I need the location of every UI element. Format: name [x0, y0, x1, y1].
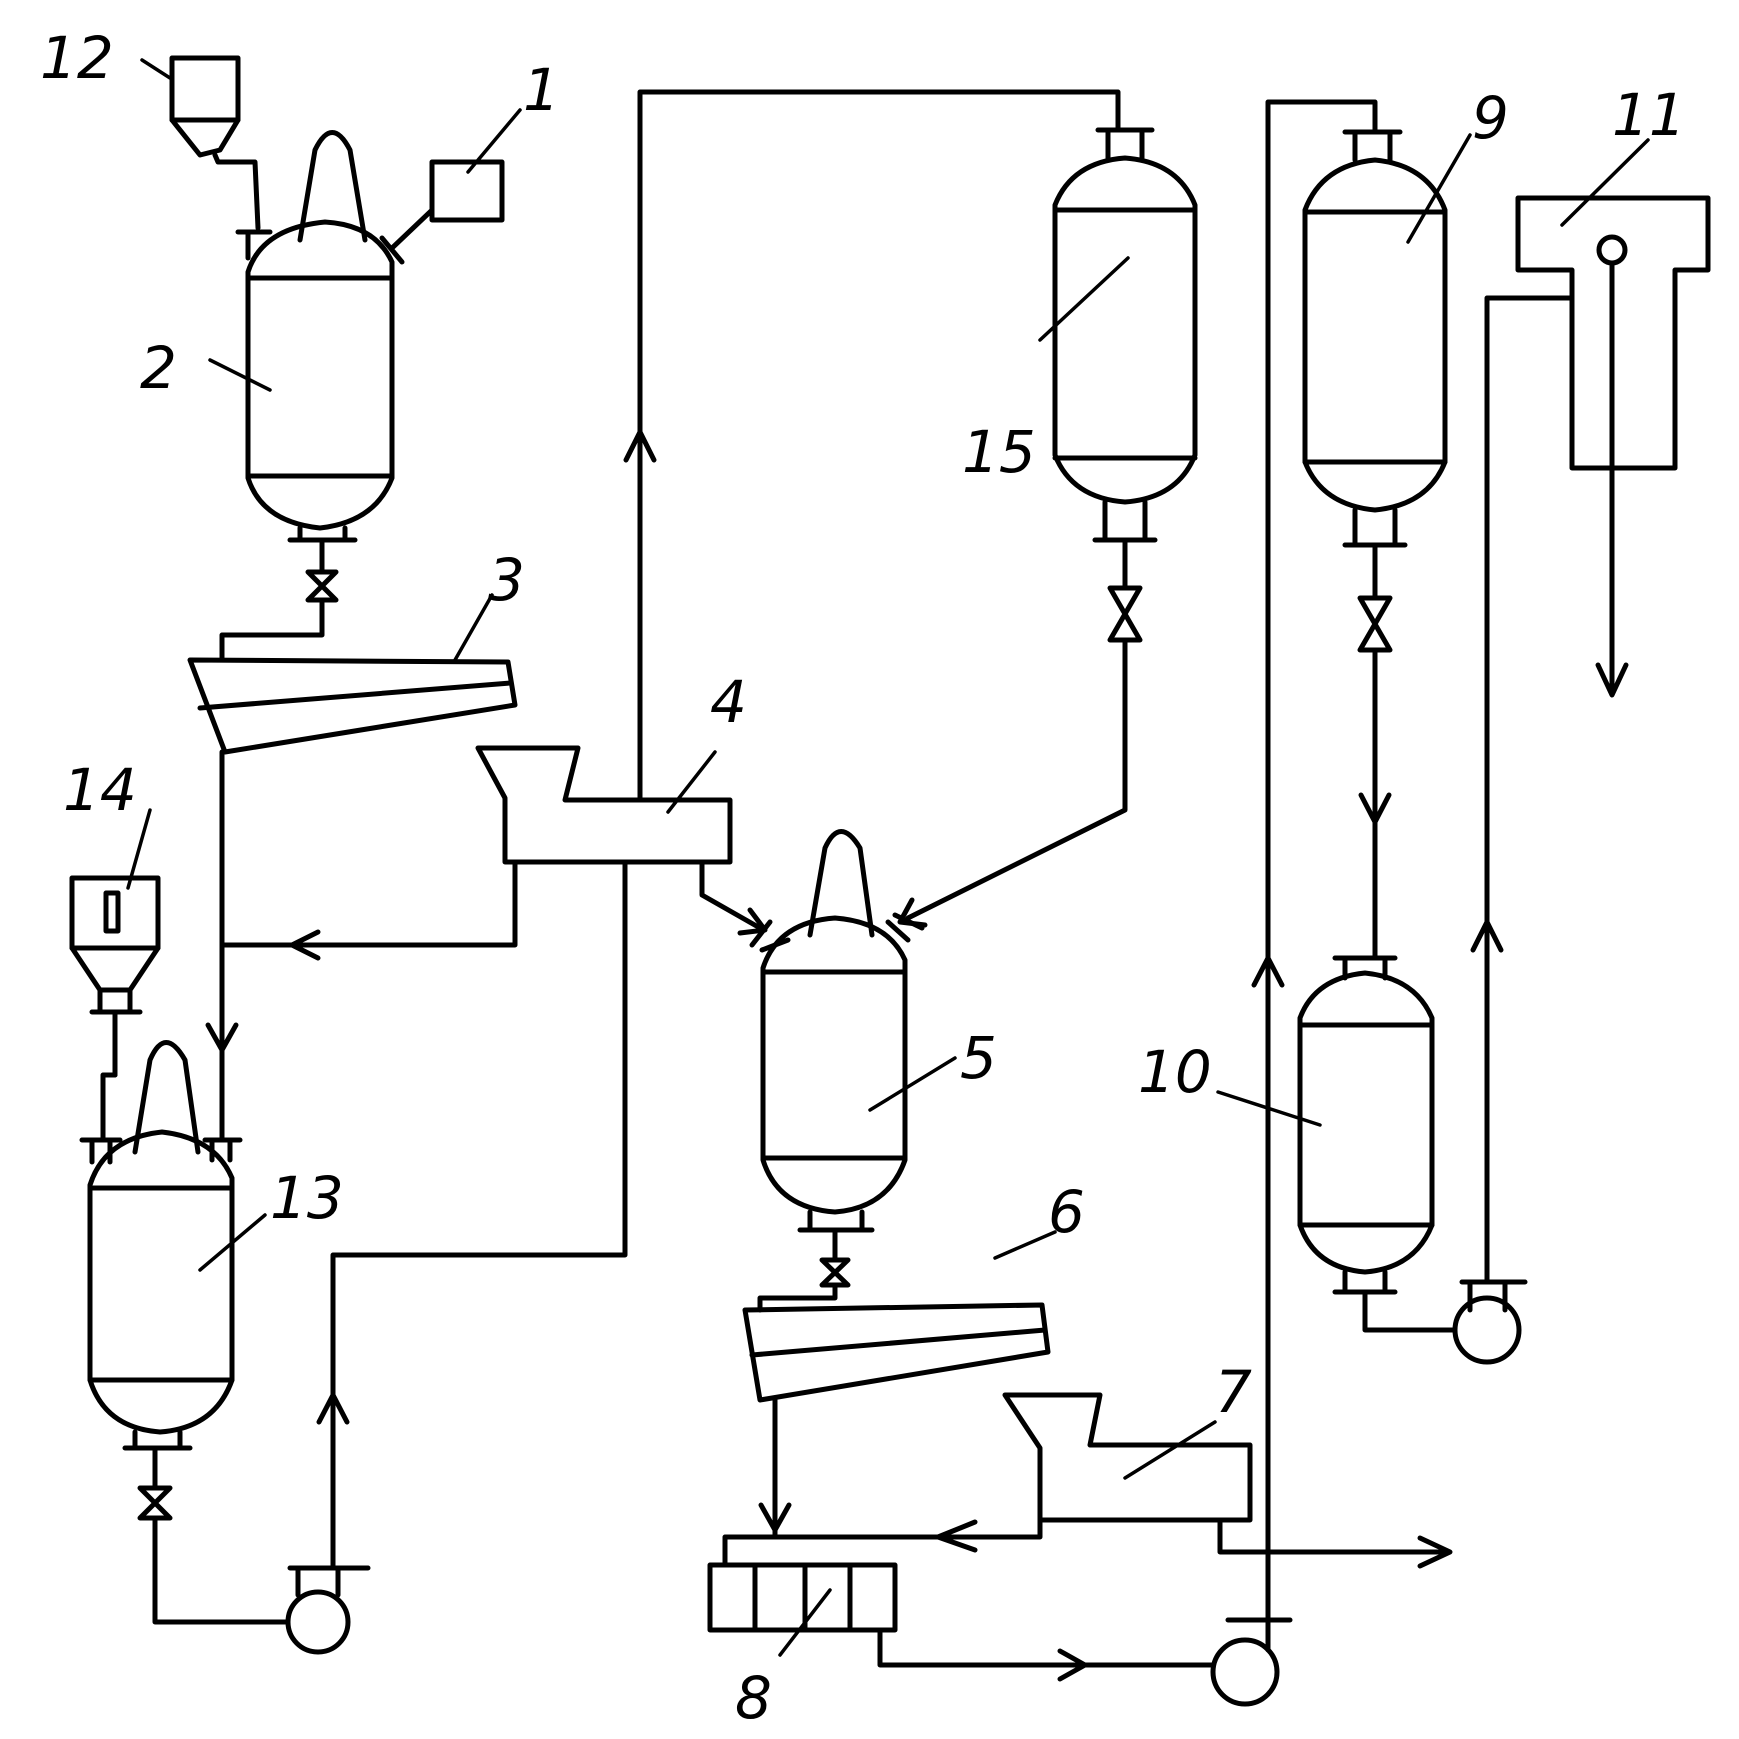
label-2: 2: [140, 334, 177, 402]
reactor-13: [82, 1043, 290, 1623]
label-4: 4: [710, 668, 747, 736]
pump-10: [1455, 1282, 1525, 1362]
label-7: 7: [1215, 1358, 1252, 1426]
label-13: 13: [270, 1164, 344, 1232]
label-10: 10: [1138, 1038, 1212, 1106]
vessel-10: [1300, 958, 1455, 1330]
vessel-15: [1055, 130, 1195, 640]
sieve-6: [745, 1305, 1048, 1400]
label-8: 8: [735, 1664, 772, 1732]
unit-11: [1518, 198, 1708, 695]
label-9: 9: [1472, 84, 1509, 152]
pipes: [208, 92, 1572, 1679]
hopper-14: [72, 878, 158, 1075]
pump-8: [1213, 1620, 1290, 1704]
reactor-5: [752, 832, 922, 1311]
apparatus-4: [478, 748, 730, 862]
label-3: 3: [488, 546, 525, 614]
vessel-9: [1305, 132, 1445, 650]
label-11: 11: [1612, 81, 1686, 149]
leader-lines: [128, 60, 1648, 1655]
pump-13: [288, 1568, 368, 1652]
label-15: 15: [962, 418, 1036, 486]
label-14: 14: [63, 756, 137, 824]
sieve-3: [190, 660, 515, 752]
box-1: [392, 162, 502, 248]
filter-8: [710, 1520, 1040, 1630]
apparatus-7: [1005, 1395, 1250, 1520]
reactor-2: [222, 133, 402, 661]
label-12: 12: [40, 24, 114, 92]
label-1: 1: [523, 56, 560, 124]
hopper-12: [172, 58, 258, 228]
label-5: 5: [960, 1024, 997, 1092]
label-6: 6: [1048, 1178, 1085, 1246]
